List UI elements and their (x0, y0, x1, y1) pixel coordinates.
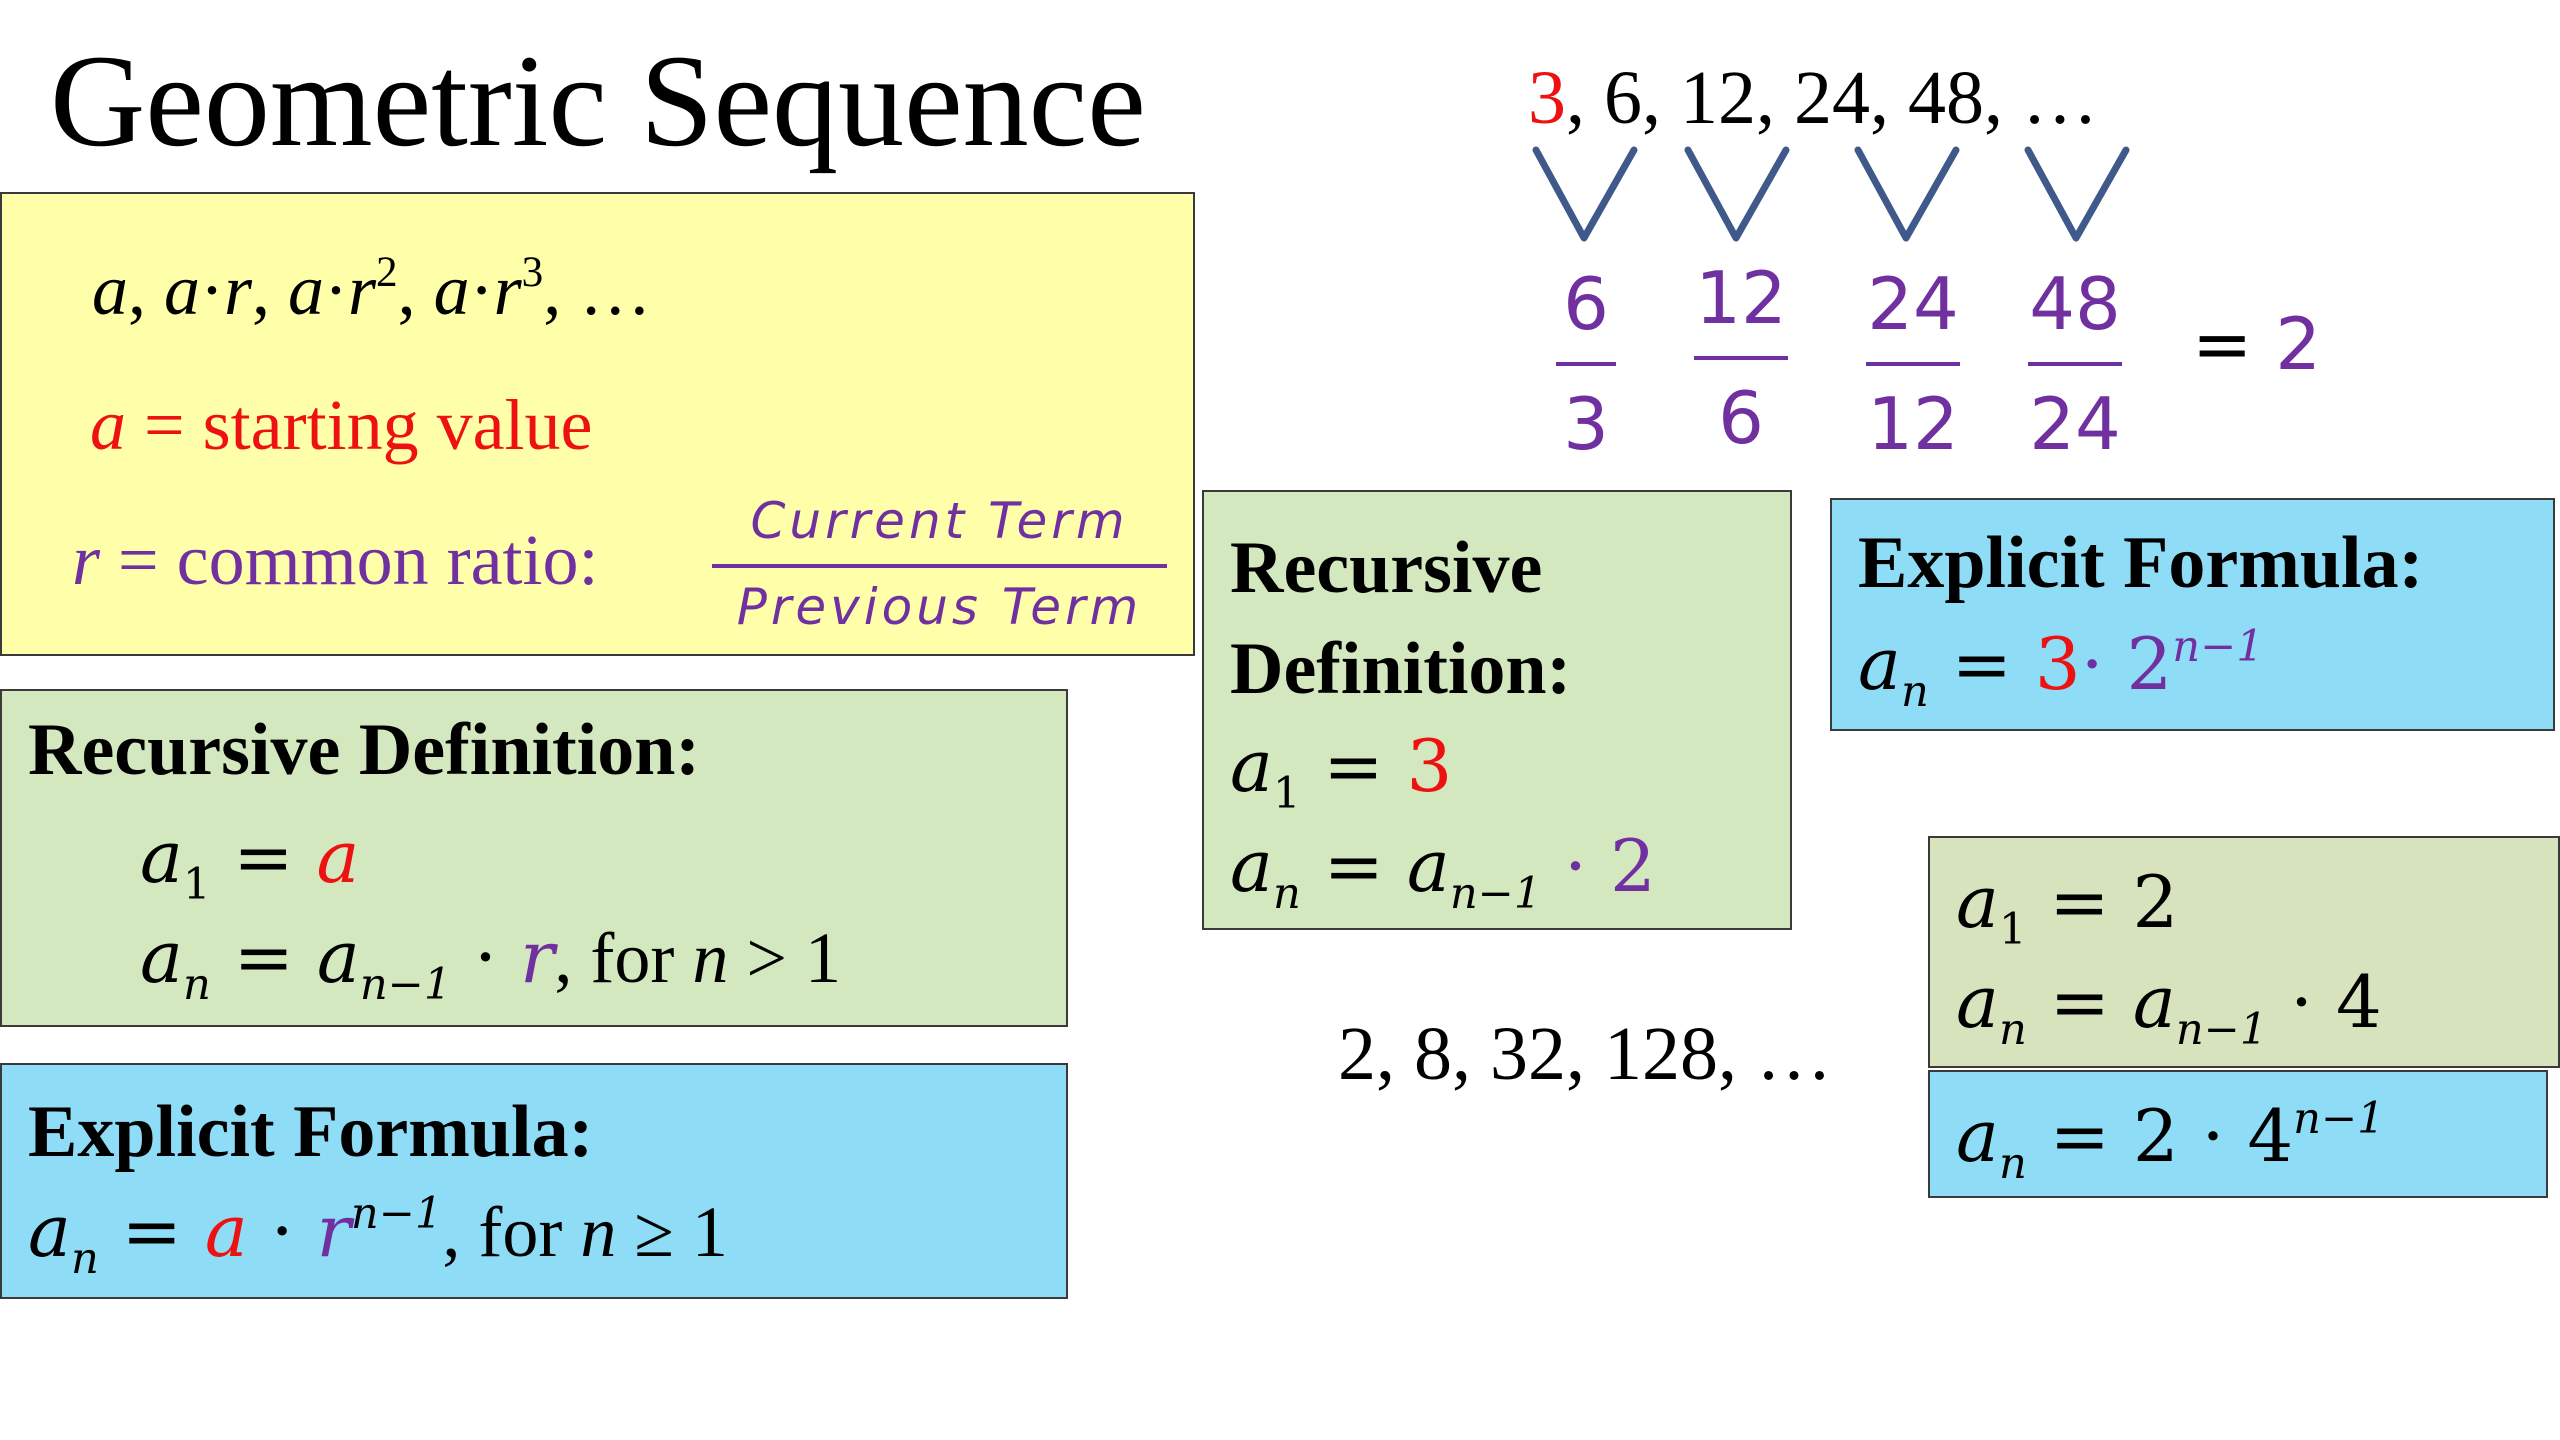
example2-recursive-line-1: a1 = 2 (1956, 860, 2179, 956)
recursive-definition-box: Recursive Definition: a1 = a an = an−1 ·… (0, 689, 1068, 1027)
example2-sequence: 2, 8, 32, 128, … (1338, 1016, 1832, 1092)
explicit-formula: an = a · rn−1, for n ≥ 1 (28, 1188, 728, 1285)
general-sequence: a, a·r, a·r2, a·r3, … (92, 248, 652, 330)
example1-recursive-heading: Recursive Definition: (1230, 527, 1572, 710)
example1-recursive-box: Recursive Definition: a1 = 3 an = an−1 ·… (1202, 490, 1792, 930)
arrow-3 (1854, 146, 1960, 242)
explicit-heading: Explicit Formula: (28, 1091, 594, 1173)
recursive-line-2: an = an−1 · r, for n > 1 (140, 915, 841, 1011)
page-title: Geometric Sequence (50, 27, 1146, 174)
example2-explicit-box: an = 2 · 4n−1 (1928, 1070, 2548, 1198)
example1-recursive-line-2: an = an−1 · 2 (1230, 824, 1656, 920)
ratio-fraction: Current Term Previous Term (712, 496, 1167, 632)
general-definition-box: a, a·r, a·r2, a·r3, … a = starting value… (0, 192, 1195, 656)
arrow-1 (1532, 146, 1638, 242)
example2-recursive-box: a1 = 2 an = an−1 · 4 (1928, 836, 2560, 1068)
example2-recursive-line-2: an = an−1 · 4 (1956, 960, 2382, 1056)
example1-explicit-formula: an = 3· 2n−1 (1858, 621, 2264, 718)
example1-explicit-box: Explicit Formula: an = 3· 2n−1 (1830, 498, 2555, 731)
recursive-heading: Recursive Definition: (28, 709, 701, 791)
r-definition: r = common ratio: (72, 520, 599, 600)
example1-recursive-line-1: a1 = 3 (1230, 724, 1453, 820)
ratio-arrows (1532, 146, 2130, 242)
explicit-formula-box: Explicit Formula: an = a · rn−1, for n ≥… (0, 1063, 1068, 1299)
example2-explicit-formula: an = 2 · 4n−1 (1956, 1093, 2385, 1190)
arrow-4 (2024, 146, 2130, 242)
a-definition: a = starting value (90, 385, 593, 465)
arrow-2 (1684, 146, 1790, 242)
recursive-line-1: a1 = a (140, 815, 360, 911)
example1-sequence: 3, 6, 12, 24, 48, … (1528, 56, 2098, 140)
ratio-result: = 2 (2192, 302, 2322, 386)
example1-explicit-heading: Explicit Formula: (1858, 522, 2424, 604)
